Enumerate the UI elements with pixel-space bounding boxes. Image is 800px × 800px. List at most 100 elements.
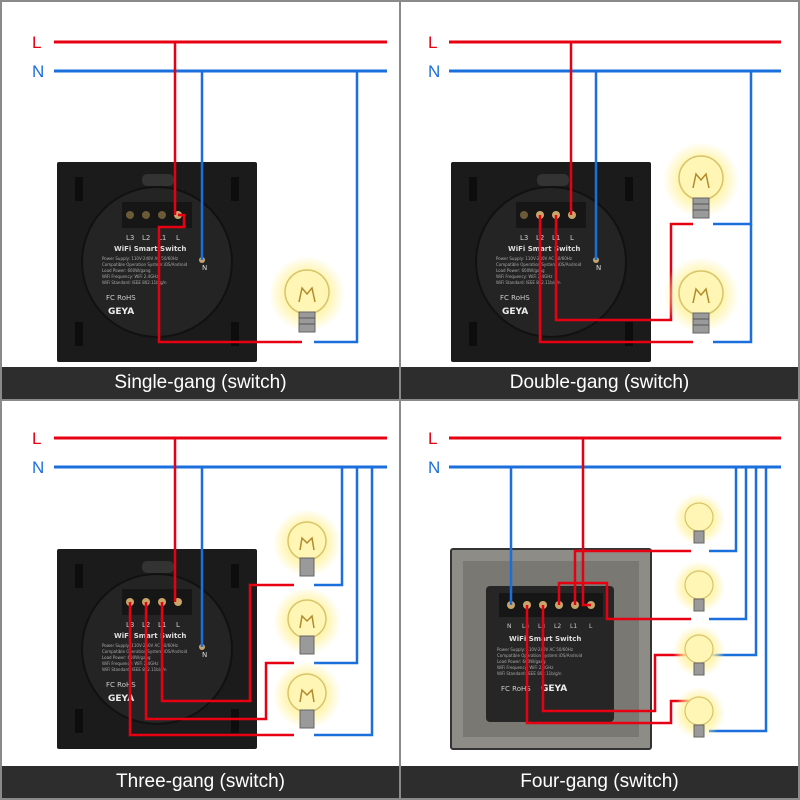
- brand-logo: GEYA: [502, 307, 528, 317]
- terminal-screw: [158, 211, 166, 219]
- four-gang-diagram: L N N L4 L3 L2 L1 L WiFi Smart Switch Po…: [428, 429, 781, 750]
- terminal-screw: [126, 211, 134, 219]
- neutral-label: N: [428, 458, 440, 477]
- terminal-label: L: [176, 621, 180, 629]
- terminal-label: L: [589, 623, 593, 630]
- live-feed-wire: [581, 438, 591, 607]
- lamp1-neutral-wire: [314, 467, 344, 587]
- bulb-icon: [673, 625, 725, 677]
- module-spec: WiFi Standard: IEEE 802.11b/g/n: [102, 280, 167, 285]
- live-label: L: [32, 33, 41, 52]
- plate-slot: [142, 561, 174, 573]
- terminal-label: L: [176, 234, 180, 242]
- single-gang-diagram: L N L3 L2 L1 L WiFi Smart Switch Power S…: [32, 33, 387, 362]
- panel-three-gang: L N L3 L2 L1 L WiFi Smart Switch Power S…: [2, 401, 399, 798]
- module-spec: Power Supply: 110V-240V AC 50/60Hz: [496, 256, 572, 261]
- module-spec: WiFi Standard: IEEE 802.11b/g/n: [497, 671, 562, 676]
- caption-three-gang: Three-gang (switch): [2, 766, 399, 798]
- live-label: L: [428, 429, 437, 448]
- lamp3-neutral-wire: [709, 467, 758, 657]
- three-gang-diagram: L N L3 L2 L1 L WiFi Smart Switch Power S…: [32, 429, 387, 749]
- lamp2-neutral-wire: [709, 467, 748, 621]
- bulb-icon: [273, 587, 341, 655]
- caption-double-gang: Double-gang (switch): [401, 367, 798, 399]
- terminal-label: L1: [158, 234, 166, 242]
- module-spec: Load Power: 600W/gang: [496, 268, 545, 273]
- neutral-terminal-label: N: [202, 651, 207, 659]
- caption-single-gang: Single-gang (switch): [2, 367, 399, 399]
- switch-module: [81, 186, 233, 338]
- module-spec: Compatible Operation System:iOS/Android: [497, 653, 583, 658]
- neutral-label: N: [32, 458, 44, 477]
- neutral-terminal-label: N: [596, 264, 601, 272]
- plate-hole: [231, 709, 239, 733]
- lamp4-neutral-wire: [709, 467, 768, 733]
- brand-logo: GEYA: [541, 684, 567, 694]
- lamp2-neutral-wire: [314, 467, 359, 665]
- module-spec: WiFi Standard: IEEE 802.11b/g/n: [102, 667, 167, 672]
- plate-hole: [231, 322, 239, 346]
- plate-slot: [537, 174, 569, 186]
- lamp1-neutral-wire: [709, 467, 738, 553]
- panel-single-gang: L N L3 L2 L1 L WiFi Smart Switch Power S…: [2, 2, 399, 399]
- lamp2-neutral-wire: [713, 224, 753, 344]
- load-wire-l1: [573, 549, 691, 605]
- module-spec: Load Power: 600W/gang: [102, 655, 151, 660]
- terminal-label: L: [570, 234, 574, 242]
- bulb-icon: [673, 687, 725, 739]
- cert-mark: FC RoHS: [106, 681, 136, 689]
- caption-four-gang: Four-gang (switch): [401, 766, 798, 798]
- panel-four-gang: L N N L4 L3 L2 L1 L WiFi Smart Switch Po…: [401, 401, 798, 798]
- plate-hole: [231, 177, 239, 201]
- module-spec: WiFi Standard: IEEE 802.11b/g/n: [496, 280, 561, 285]
- lamp3-neutral-wire: [314, 467, 374, 737]
- module-spec: Compatible Operation System:iOS/Android: [102, 262, 188, 267]
- module-spec: Power Supply: 110V-240V AC 50/60Hz: [102, 256, 178, 261]
- load-wire-l1: [157, 213, 302, 344]
- plate-slot: [142, 174, 174, 186]
- load-wire-l3: [541, 605, 691, 713]
- load-wire-l1: [160, 583, 294, 703]
- brand-logo: GEYA: [108, 694, 134, 704]
- terminal-label: L2: [554, 623, 561, 630]
- neutral-label: N: [428, 62, 440, 81]
- load-wire-l2: [557, 581, 691, 621]
- module-title: WiFi Smart Switch: [508, 245, 580, 253]
- bulb-icon: [269, 256, 345, 333]
- plate-hole: [625, 322, 633, 346]
- bulb-icon: [663, 142, 739, 219]
- bulb-icon: [273, 509, 341, 577]
- plate-hole: [469, 322, 477, 346]
- module-spec: Load Power: 600W/gang: [497, 659, 546, 664]
- plate-hole: [75, 564, 83, 588]
- plate-hole: [469, 177, 477, 201]
- switch-module: [475, 186, 627, 338]
- bulb-icon: [663, 257, 739, 334]
- load-wire-l1: [554, 215, 693, 322]
- terminal-label: L1: [570, 623, 577, 630]
- module-spec: WiFi Frequency: WiFi 2.4GHz: [496, 274, 552, 279]
- live-label: L: [428, 33, 437, 52]
- plate-hole: [75, 177, 83, 201]
- lamp-neutral-wire: [314, 71, 359, 344]
- neutral-terminal-label: N: [202, 264, 207, 272]
- plate-hole: [625, 177, 633, 201]
- plate-hole: [231, 564, 239, 588]
- switch-module: [486, 586, 614, 722]
- cert-mark: FC RoHS: [500, 294, 530, 302]
- double-gang-diagram: L N L3 L2 L1 L WiFi Smart Switch Power S…: [428, 33, 781, 362]
- module-spec: Load Power: 600W/gang: [102, 268, 151, 273]
- module-title: WiFi Smart Switch: [114, 245, 186, 253]
- load-wire-l3: [128, 602, 294, 737]
- bulb-icon: [673, 561, 725, 613]
- module-title: WiFi Smart Switch: [114, 632, 186, 640]
- module-spec: Power Supply: 110V-240V AC 50/60Hz: [102, 643, 178, 648]
- cert-mark: FC RoHS: [501, 685, 531, 693]
- terminal-label: L4: [522, 623, 529, 630]
- cert-mark: FC RoHS: [106, 294, 136, 302]
- neutral-label: N: [32, 62, 44, 81]
- bulb-icon: [673, 493, 725, 545]
- plate-hole: [75, 709, 83, 733]
- terminal-screw: [142, 211, 150, 219]
